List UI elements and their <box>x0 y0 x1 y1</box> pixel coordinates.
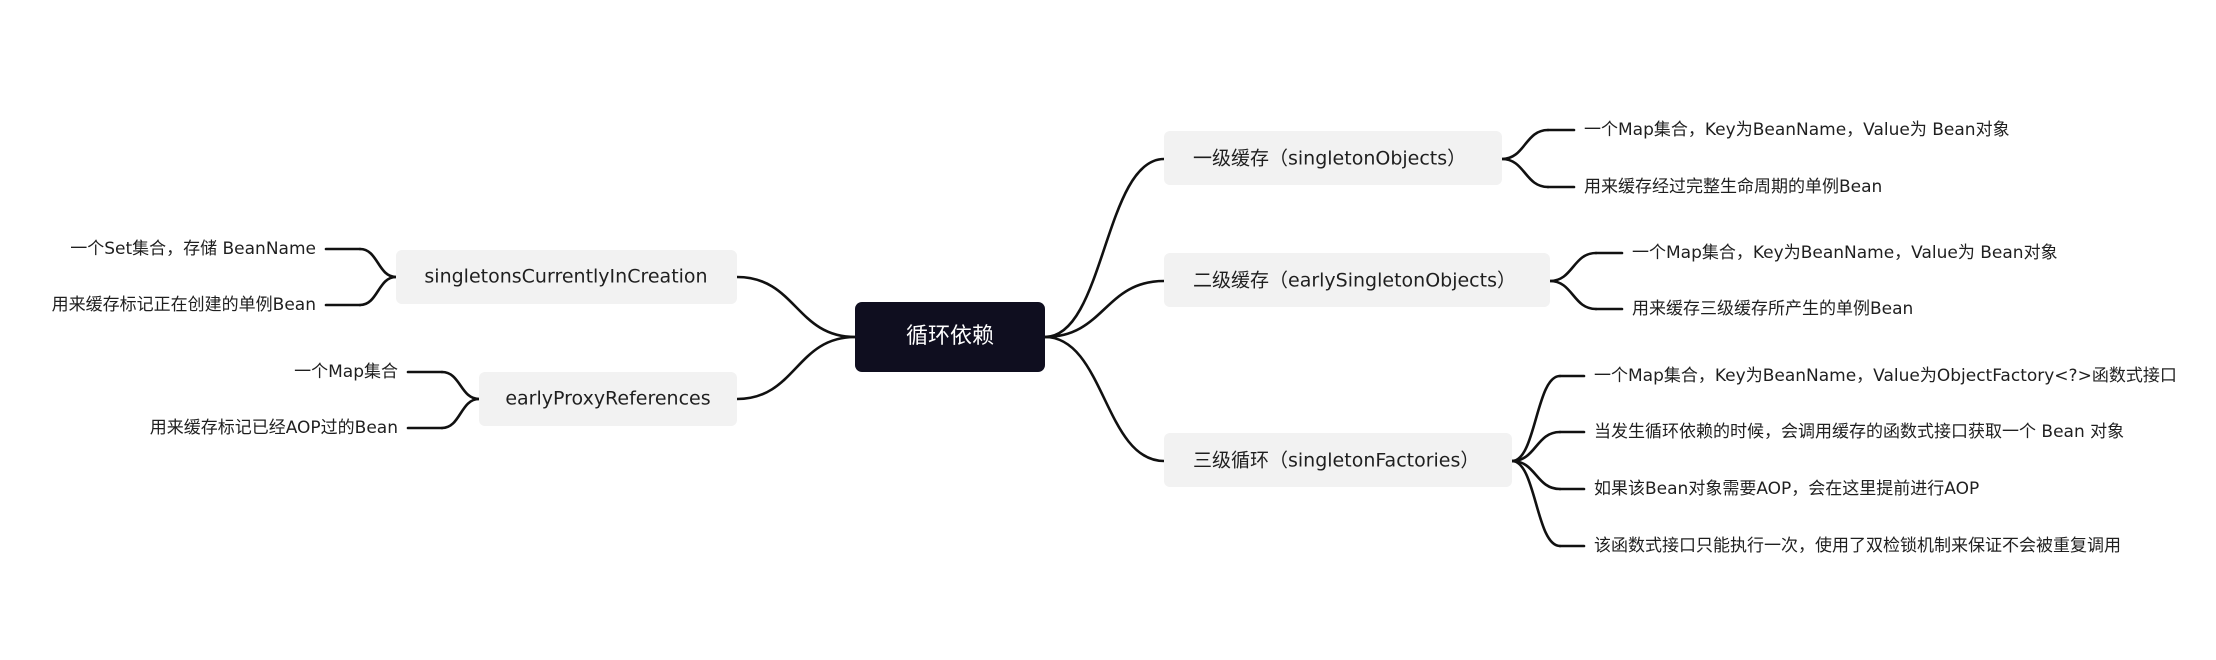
leaf-text: 该函数式接口只能执行一次，使用了双检锁机制来保证不会被重复调用 <box>1594 535 2121 556</box>
topic-to-leaf-connector <box>358 247 398 279</box>
topic-to-leaf-connector <box>440 397 481 430</box>
root-node[interactable]: 循环依赖 <box>855 302 1045 372</box>
topic-to-leaf-connector <box>1548 279 1598 311</box>
connector-lines <box>324 128 1624 548</box>
root-to-topic-connector <box>735 275 857 339</box>
topic-label: 二级缓存（earlySingletonObjects） <box>1193 270 1516 292</box>
topic-to-leaf-connector <box>1510 430 1562 463</box>
topic-to-leaf-connector <box>1500 128 1550 161</box>
root-to-topic-connector <box>1043 279 1166 339</box>
leaf-text: 一个Map集合，Key为BeanName，Value为 Bean对象 <box>1632 243 2058 263</box>
topic-label: 一级缓存（singletonObjects） <box>1193 148 1466 170</box>
leaf-text: 一个Map集合 <box>294 362 398 382</box>
topic-to-leaf-connector <box>1510 459 1562 548</box>
topic-to-leaf-connector <box>1510 374 1562 463</box>
root-to-topic-connector <box>735 335 857 401</box>
topic-node-singleton-objects[interactable]: 一级缓存（singletonObjects） <box>1164 131 1502 185</box>
leaf-text: 用来缓存标记正在创建的单例Bean <box>52 295 316 315</box>
leaf-text: 用来缓存三级缓存所产生的单例Bean <box>1632 299 1913 319</box>
topic-node-early-singleton-objects[interactable]: 二级缓存（earlySingletonObjects） <box>1164 253 1550 307</box>
topic-node-singleton-factories[interactable]: 三级循环（singletonFactories） <box>1164 433 1512 487</box>
root-to-topic-connector <box>1043 157 1166 339</box>
leaf-text: 用来缓存标记已经AOP过的Bean <box>150 418 398 438</box>
leaf-text: 用来缓存经过完整生命周期的单例Bean <box>1584 177 1882 197</box>
topic-label: 三级循环（singletonFactories） <box>1193 450 1479 472</box>
topic-to-leaf-connector <box>1500 157 1550 189</box>
root-to-topic-connector <box>1043 335 1166 463</box>
leaf-text: 一个Map集合，Key为BeanName，Value为 Bean对象 <box>1584 120 2010 140</box>
topic-to-leaf-connector <box>1548 251 1598 283</box>
topic-to-leaf-connector <box>358 275 398 307</box>
leaf-text: 如果该Bean对象需要AOP，会在这里提前进行AOP <box>1594 479 1979 499</box>
leaf-text: 当发生循环依赖的时候，会调用缓存的函数式接口获取一个 Bean 对象 <box>1594 422 2124 442</box>
root-label: 循环依赖 <box>906 324 994 349</box>
topic-label: earlyProxyReferences <box>505 388 710 410</box>
topic-label: singletonsCurrentlyInCreation <box>424 266 707 288</box>
topic-node-early-proxy-references[interactable]: earlyProxyReferences <box>479 372 737 426</box>
topic-to-leaf-connector <box>440 370 481 401</box>
topic-node-singletons-currently-in-creation[interactable]: singletonsCurrentlyInCreation <box>396 250 737 304</box>
leaf-text: 一个Set集合，存储 BeanName <box>70 239 316 259</box>
leaf-text: 一个Map集合，Key为BeanName，Value为ObjectFactory… <box>1594 366 2177 386</box>
